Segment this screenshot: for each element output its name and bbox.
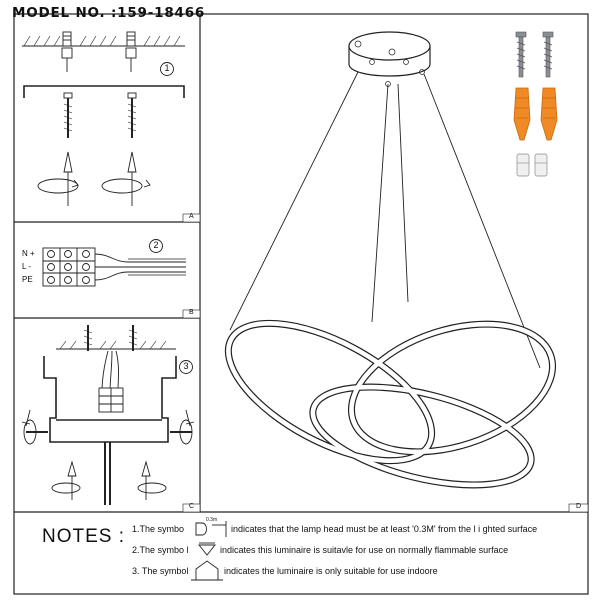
panel-c-illustration	[21, 325, 195, 505]
bottom-screwdriver-right	[137, 460, 167, 500]
cable-wire-1	[94, 253, 186, 263]
screw-left	[63, 92, 73, 138]
mounting-bracket	[23, 85, 185, 98]
outer-frame	[13, 13, 589, 595]
note-3-prefix: 3. The symbol	[132, 566, 189, 576]
bottom-screwdriver-left	[51, 460, 81, 500]
panel-letter-box-d	[568, 503, 589, 513]
suspension-wire-3	[397, 83, 409, 303]
cable-wire-3	[94, 271, 186, 281]
wire-label-live: L -	[22, 262, 32, 271]
wire-label-earth: PE	[22, 275, 33, 284]
notes-icons	[191, 521, 227, 581]
wire-connector-1	[516, 153, 530, 177]
panel-label-d: D	[576, 503, 582, 510]
screwdriver-left	[37, 151, 79, 206]
panel-letter-box-b	[182, 309, 201, 319]
step-circle-2	[149, 239, 163, 253]
pendant-canopy-top	[348, 31, 431, 61]
note-2-text: indicates this luminaire is suitavle for…	[220, 545, 509, 555]
panel-letter-box-c	[182, 503, 201, 513]
note-1-icon-text: 0.3m	[206, 517, 218, 523]
panel-d-illustration	[224, 31, 558, 489]
distance-0.3m-icon	[195, 521, 227, 537]
notes-title: NOTES :	[42, 526, 126, 547]
ceiling-anchor-left	[61, 31, 73, 72]
suspension-wire-1	[229, 71, 359, 331]
wire-label-neutral: N +	[22, 249, 35, 258]
pendant-rings-inner	[226, 321, 555, 488]
step-number-2: 2	[153, 240, 159, 250]
note-2-prefix: 2.The symbo l	[132, 545, 189, 555]
ceiling-anchor-right	[125, 31, 137, 72]
wall-anchor-2	[540, 87, 558, 141]
panel-a-illustration	[22, 31, 185, 206]
side-screw-right	[170, 409, 195, 445]
panel-label-a: A	[189, 213, 194, 220]
indoor-house-icon	[191, 560, 223, 581]
screwdriver-right	[101, 151, 151, 206]
suspension-wire-2	[371, 83, 389, 323]
panel-b-illustration	[42, 239, 186, 287]
flammable-surface-triangle-icon	[198, 542, 216, 556]
note-3-text: indicates the luminaire is only suitable…	[224, 566, 438, 576]
wall-anchor-1	[513, 87, 531, 141]
screw-kit-2	[542, 31, 554, 78]
note-1-prefix: 1.The symbo	[132, 524, 185, 534]
screw-right	[127, 92, 137, 138]
model-number: MODEL NO. :159-18466	[12, 5, 206, 21]
screw-kit-1	[515, 31, 527, 78]
panel-label-b: B	[189, 309, 194, 316]
suspension-wire-4	[423, 73, 541, 369]
step-circle-3	[179, 360, 193, 374]
wires-c	[101, 350, 119, 393]
step-circle-1	[160, 62, 174, 76]
ceiling-hatch	[23, 35, 181, 47]
step-number-3: 3	[183, 361, 189, 371]
note-1-text: indicates that the lamp head must be at …	[231, 524, 538, 534]
side-screw-left	[21, 409, 48, 445]
step-number-1: 1	[164, 63, 170, 73]
wire-connector-2	[534, 153, 548, 177]
cable-sheath	[128, 258, 186, 276]
panel-letter-box-a	[182, 213, 201, 223]
panel-label-c: C	[189, 503, 195, 510]
